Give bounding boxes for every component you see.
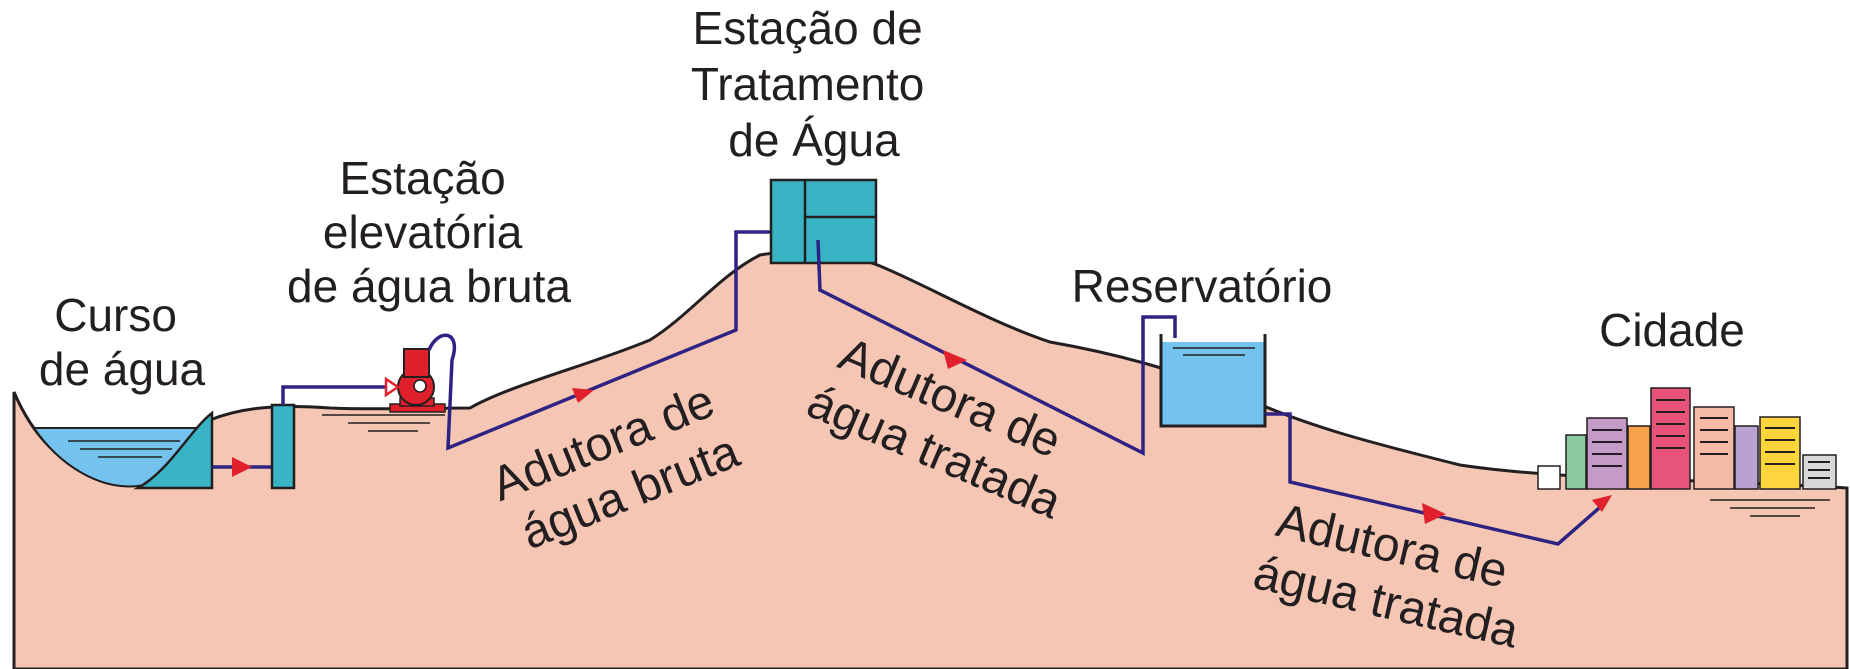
building <box>1734 425 1759 490</box>
flow-arrow <box>572 388 594 403</box>
city-buildings <box>1537 387 1837 490</box>
flow-arrow <box>1422 503 1446 524</box>
water-level-mark <box>322 414 445 432</box>
pump-icon <box>384 348 446 413</box>
label-reservoir: Reservatório <box>1072 260 1333 312</box>
treated-water-main-pipe-2 <box>1265 412 1608 546</box>
label-treatment-plant: Estação de Tratamento de Água <box>691 2 937 166</box>
intake-pipe <box>212 457 272 477</box>
intake-structure <box>133 410 214 490</box>
label-water-course: Curso de água <box>39 289 206 395</box>
suction-pipe <box>281 385 386 405</box>
label-pumping-station: Estação elevatória de água bruta <box>287 152 571 312</box>
suction-well <box>270 403 296 490</box>
building <box>1802 454 1837 490</box>
building <box>1537 465 1561 490</box>
building <box>1650 387 1691 490</box>
treated-water-main-pipe-1 <box>816 239 1177 456</box>
flow-arrow <box>232 457 252 477</box>
flow-arrow <box>1592 495 1612 512</box>
treatment-plant <box>769 178 878 265</box>
building <box>1693 406 1735 490</box>
reservoir-tank <box>1159 334 1267 428</box>
water-level-mark <box>1710 499 1830 517</box>
water-course <box>32 410 214 490</box>
pump-discharge-pipe <box>427 230 775 451</box>
building <box>1627 425 1651 490</box>
flow-arrow <box>943 350 967 369</box>
building <box>1565 434 1587 490</box>
label-city: Cidade <box>1599 304 1745 356</box>
